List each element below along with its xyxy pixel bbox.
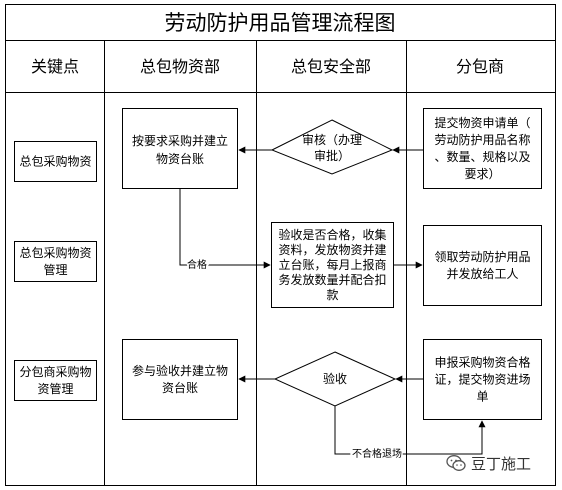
edge-label-unqualified: 不合格退场 (352, 447, 402, 460)
svg-text:参与验收并建立物资台账: 参与验收并建立物资台账 (132, 363, 228, 395)
key-point-3: 分包商采购物资管理 (14, 360, 97, 401)
svg-text:领取劳动防护用品并发放给工人: 领取劳动防护用品并发放给工人 (434, 249, 530, 281)
watermark-text: 豆丁施工 (471, 454, 532, 473)
header-key-points: 关键点 (31, 57, 79, 76)
header-subcontractor: 分包商 (456, 57, 504, 76)
key-point-2: 总包采购物资管理 (14, 241, 97, 282)
svg-text:总包采购物资: 总包采购物资 (19, 154, 91, 169)
report-certificate-box: 申报采购物资合格证，提交物资进场单 (423, 339, 542, 420)
inspection-diamond: 验收 (273, 351, 397, 407)
participate-box: 参与验收并建立物资台账 (122, 339, 238, 420)
svg-text:申报采购物资合格证，提交物资进场单: 申报采购物资合格证，提交物资进场单 (434, 355, 530, 404)
header-materials-dept: 总包物资部 (140, 57, 220, 76)
svg-text:验收是否合格，收集资料，发放物资并建立台账，每月上报商务发放: 验收是否合格，收集资料，发放物资并建立台账，每月上报商务发放数量并配合扣款 (278, 227, 386, 302)
diagram-frame (5, 4, 556, 486)
diagram-title: 劳动防护用品管理流程图 (165, 11, 396, 35)
submit-request-box: 提交物资申请单（劳动防护用品名称、数量、规格以及要求） (423, 108, 542, 189)
svg-text:提交物资申请单（劳动防护用品名称、数量、规格以及要求）: 提交物资申请单（劳动防护用品名称、数量、规格以及要求） (434, 115, 530, 181)
acceptance-box: 验收是否合格，收集资料，发放物资并建立台账，每月上报商务发放数量并配合扣款 (271, 222, 394, 308)
wechat-icon (446, 455, 466, 471)
edge-label-qualified: 合格 (187, 258, 207, 271)
svg-text:按要求采购并建立物资台账: 按要求采购并建立物资台账 (132, 133, 228, 166)
key-point-1: 总包采购物资 (14, 141, 97, 182)
purchase-box: 按要求采购并建立物资台账 (122, 108, 238, 189)
arrow-unqualified-return (334, 406, 486, 455)
receive-distribute-box: 领取劳动防护用品并发放给工人 (423, 225, 542, 306)
watermark-badge: 豆丁施工 (446, 452, 531, 474)
svg-text:总包采购物资管理: 总包采购物资管理 (19, 245, 91, 277)
header-safety-dept: 总包安全部 (291, 57, 371, 76)
arrow-purchase-to-acceptance (179, 189, 271, 269)
svg-text:审核（办理审批）: 审核（办理审批） (302, 132, 362, 163)
svg-text:验收: 验收 (323, 371, 347, 386)
review-diamond: 审核（办理审批） (270, 119, 394, 175)
svg-text:分包商采购物资管理: 分包商采购物资管理 (19, 364, 91, 396)
